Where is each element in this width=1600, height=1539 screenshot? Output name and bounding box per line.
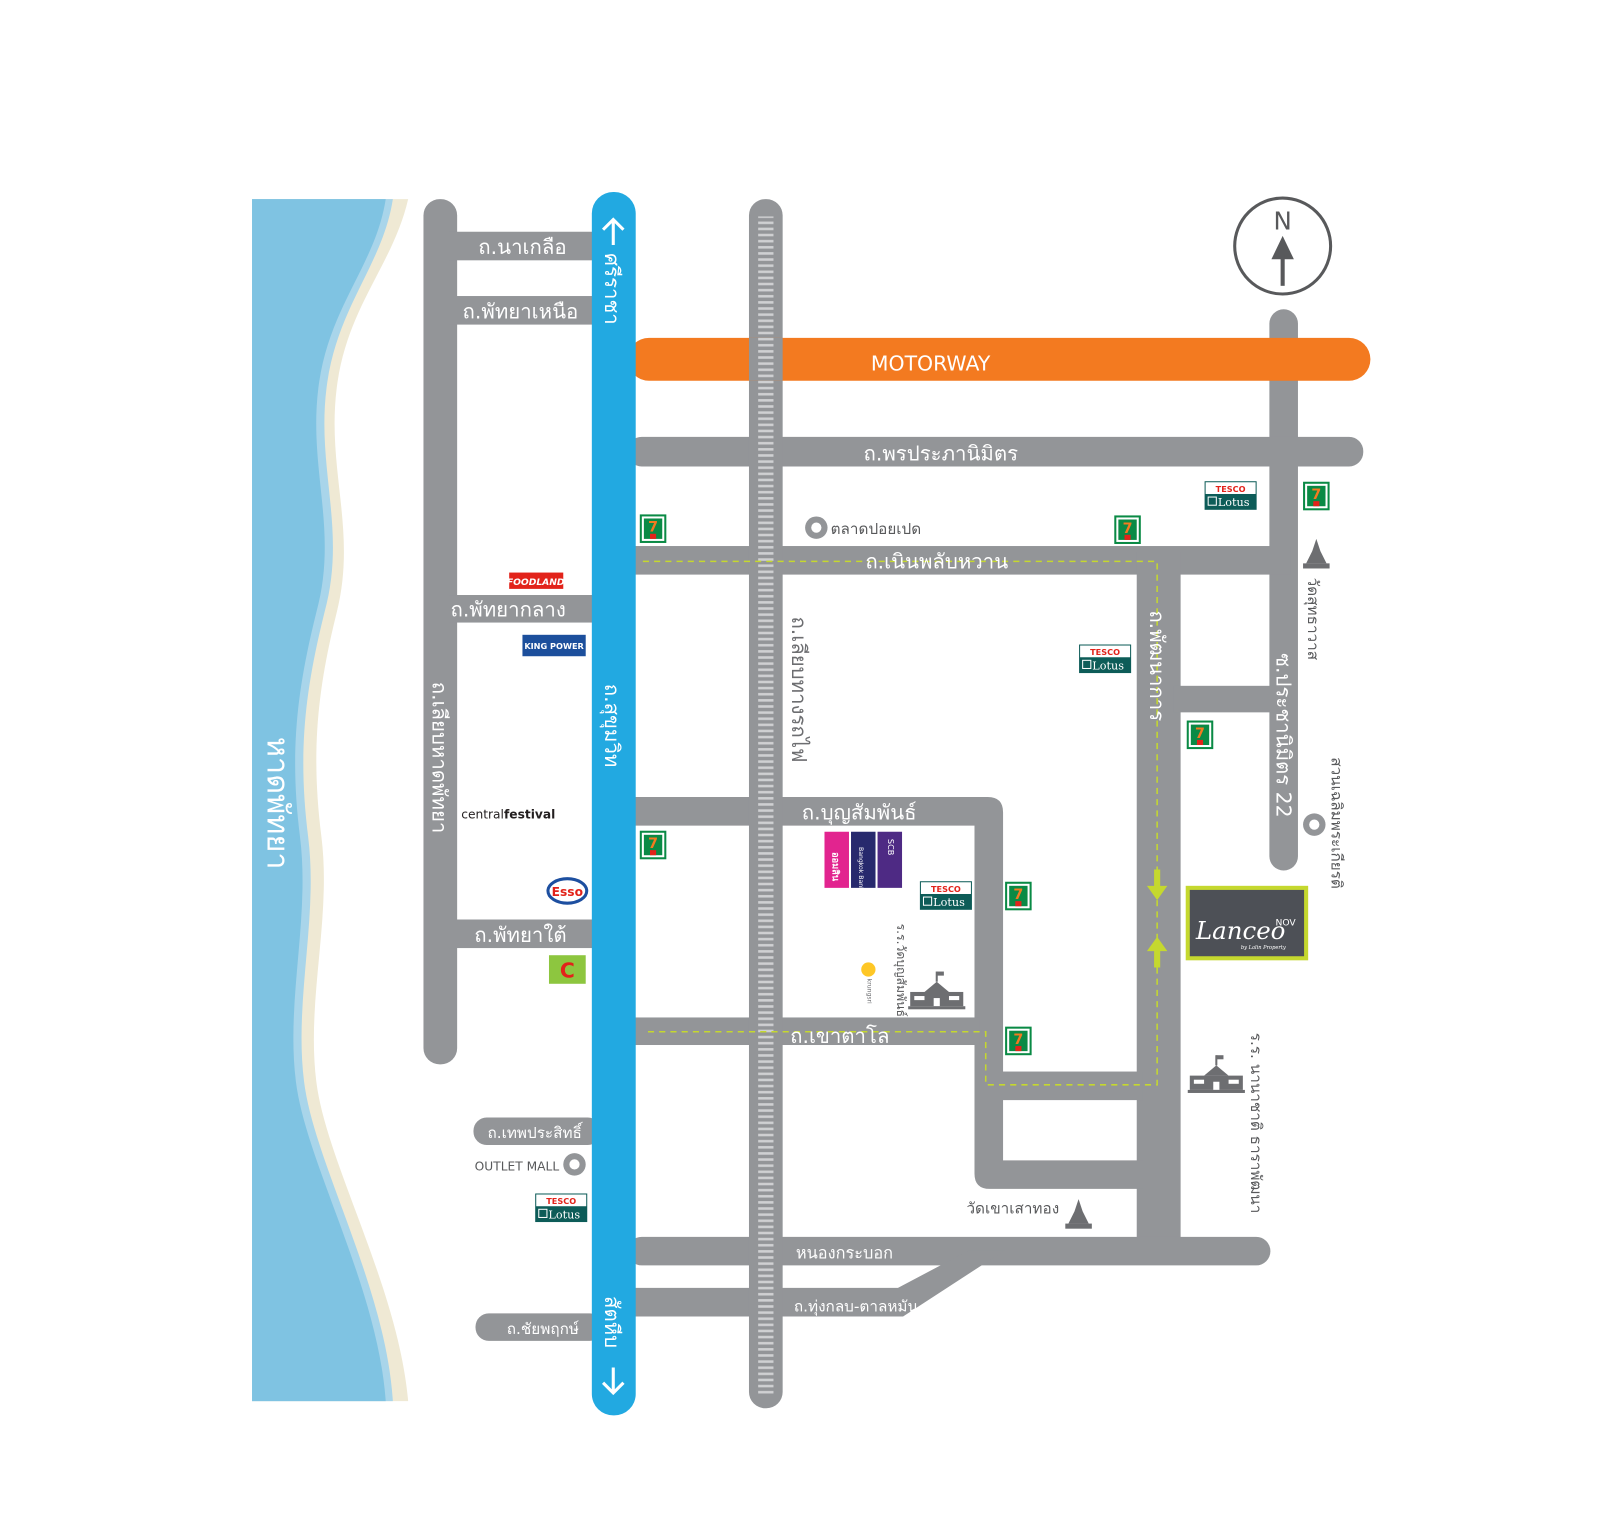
road-label-pattaya-klang: ถ.พัทยากลาง (450, 597, 565, 621)
compass-north-label: N (1273, 207, 1291, 236)
road-connector (1173, 685, 1276, 713)
seven-eleven-logo (1005, 1026, 1032, 1056)
road-sukhumvit (591, 191, 636, 1416)
place-school-boonsamphan: ร.ร.วัดบุญสัมพันธ์ (893, 924, 908, 1017)
arrow-up-icon (601, 217, 625, 246)
school-icon (1186, 1054, 1246, 1094)
road-label-liab-thang-rotfai: ถ.เลียบทางรถไฟ (787, 616, 811, 762)
esso-logo: Esso (546, 877, 589, 905)
compass: N (1233, 196, 1333, 296)
road-pornprapanimit (627, 436, 1364, 467)
seven-eleven-logo (1114, 515, 1141, 544)
place-suan-chalerm: สวนเฉลิมพระเกียรติ (1328, 757, 1346, 889)
road-chaiyapruek (475, 1313, 604, 1341)
tesco-lotus-logo (919, 881, 972, 910)
bangkok-bank-logo: Bangkok Bank (851, 831, 876, 891)
seven-eleven-logo (639, 830, 667, 860)
svg-text:Esso: Esso (552, 885, 583, 899)
road-nong-krabok (627, 1236, 1271, 1266)
road-label-sukhumvit: ถ.สุขุมวิท (599, 684, 624, 768)
route-arrow-down-icon (1146, 869, 1168, 901)
seven-eleven-logo (1303, 481, 1330, 511)
north-arrow-icon (1271, 235, 1294, 286)
place-wat-suttawas: วัดสุทธาวาส (1303, 578, 1322, 661)
seven-eleven-logo (639, 514, 667, 543)
krungsri-logo: krungsri (861, 962, 876, 1004)
road-pattaya-klang (448, 595, 597, 623)
road-label-motorway: MOTORWAY (871, 352, 991, 376)
outlet-mall-marker-icon (563, 1153, 586, 1176)
road-label-thung-klom: ถ.ทุ่งกลบ-ตาลหมัน (794, 1297, 919, 1316)
route-arrow-up-icon (1146, 936, 1168, 968)
road-label-khao-talo: ถ.เขาตาโล (790, 1024, 889, 1048)
project-by: by Lalin Property (1241, 945, 1286, 951)
road-pattanakarn (1136, 551, 1181, 1246)
temple-icon (1065, 1199, 1092, 1229)
road-label-pattaya-nuea: ถ.พัทยาเหนือ (463, 299, 579, 323)
svg-text:ออมสิน: ออมสิน (830, 852, 841, 882)
svg-text:krungsri: krungsri (865, 979, 872, 1004)
central-festival-logo: centralfestival (461, 807, 555, 821)
tesco-lotus-logo (1079, 644, 1132, 674)
road-liab-had-pattaya (423, 199, 458, 1065)
brand-logos (535, 481, 1330, 1223)
seven-eleven-logo (1186, 720, 1214, 750)
road-pattaya-tai (448, 919, 597, 949)
roads (423, 199, 1364, 1409)
place-outlet-mall: OUTLET MALL (475, 1160, 560, 1174)
gsb-bank-logo: ออมสิน (824, 831, 849, 888)
market-marker-icon (805, 516, 828, 539)
school-icon (907, 970, 967, 1011)
scb-logo: SCB (877, 831, 903, 888)
lanceo-project-logo[interactable]: Lanceo NOV by Lalin Property (1185, 885, 1309, 961)
temple-icon (1303, 538, 1330, 569)
svg-text:KING POWER: KING POWER (524, 641, 584, 651)
place-wat-khao-sao-thong: วัดเขาเสาทอง (966, 1199, 1059, 1217)
road-thepprasit (473, 1117, 602, 1146)
foodland-logo: FOODLAND (507, 572, 565, 589)
place-talad-poi-pet: ตลาดปอยเปด (831, 520, 922, 538)
road-label-boonsamphan: ถ.บุญสัมพันธ์ (802, 801, 917, 826)
road-label-liab-had-pattaya: ถ.เลียบหาดพัทยา (428, 682, 452, 834)
seven-eleven-logo (1005, 881, 1032, 911)
road-label-thepprasit: ถ.เทพประสิทธิ์ (487, 1121, 583, 1142)
sea-label: หาดพัทยา (259, 737, 294, 870)
road-label-pornprapanimit: ถ.พรประภานิมิตร (864, 441, 1019, 465)
project-tag: NOV (1276, 918, 1297, 929)
place-school-nanachat: ร.ร. นานาชาติ ธาราพัฒนา (1247, 1033, 1265, 1214)
tesco-lotus-logo (535, 1193, 588, 1223)
road-connector-2 (1000, 1071, 1143, 1101)
road-thung-klom (627, 1250, 1006, 1317)
road-naklua (448, 231, 597, 261)
tesco-lotus-logo (1204, 481, 1257, 510)
road-label-chaiyapruek: ถ.ชัยพฤกษ์ (507, 1320, 580, 1338)
road-label-nong-krabok: หนองกระบอก (796, 1243, 893, 1262)
road-label-noen-plub-wan: ถ.เนินพลับหวาน (865, 549, 1008, 573)
road-label-sriracha: ศรีราชา (600, 253, 624, 325)
road-pattaya-nuea (448, 296, 597, 325)
project-name: Lanceo (1195, 916, 1286, 945)
road-label-pattaya-tai: ถ.พัทยาใต้ (474, 923, 566, 947)
sea: หาดพัทยา (252, 199, 409, 1402)
svg-text:Bangkok Bank: Bangkok Bank (857, 847, 864, 891)
svg-text:centralfestival: centralfestival (461, 807, 555, 821)
road-label-naklua: ถ.นาเกลือ (478, 235, 566, 259)
king-power-logo: KING POWER (522, 634, 586, 657)
road-label-pattanakarn: ถ.พัฒนาการ (1145, 610, 1169, 721)
svg-text:C: C (560, 959, 575, 983)
svg-text:SCB: SCB (886, 839, 896, 856)
road-label-soi-pracha-nimit: ซ.ประชานิมิตร 22 (1272, 653, 1296, 817)
arrow-down-icon (601, 1367, 625, 1396)
motorway (627, 337, 1371, 381)
road-label-sattahip: สัตหีบ (600, 1296, 624, 1348)
svg-text:FOODLAND: FOODLAND (507, 577, 565, 588)
big-c-logo: C (548, 955, 586, 984)
park-marker-icon (1303, 813, 1326, 836)
route-dashed-line (642, 560, 1158, 1086)
